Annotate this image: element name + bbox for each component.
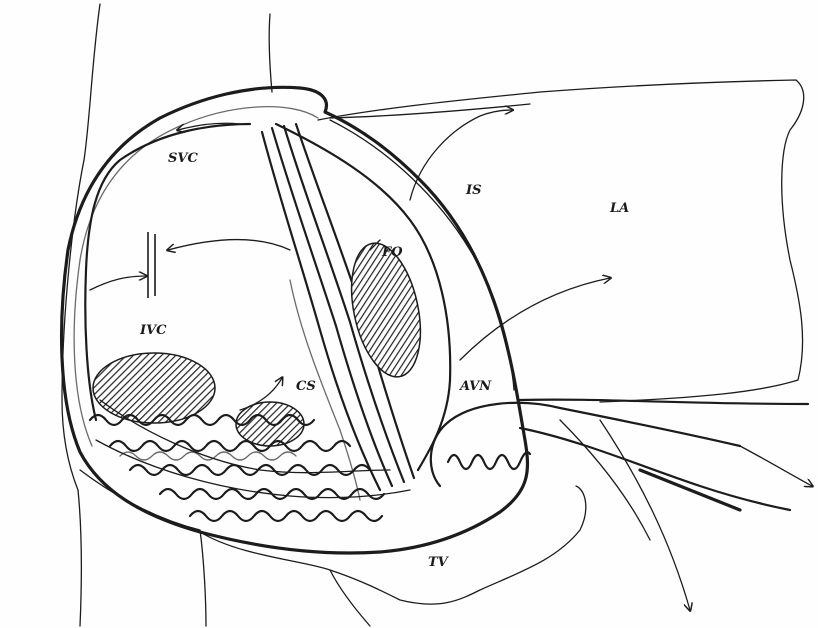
lower-left-outline — [80, 470, 206, 626]
label-ivc: IVC — [139, 323, 167, 338]
tricuspid-lower-edge — [330, 570, 370, 626]
label-svc: SVC — [168, 151, 198, 166]
septum-to-block-arrow — [168, 240, 290, 251]
av-node-body — [431, 403, 740, 486]
outer-left-outline — [62, 4, 100, 626]
block-bar-icon — [148, 232, 155, 298]
label-tv: TV — [428, 555, 450, 570]
label-fo: FO — [381, 245, 403, 260]
his-right-arrow — [740, 446, 812, 486]
his-bundle-upper — [520, 400, 808, 404]
label-avn: AVN — [458, 379, 492, 394]
label-la: LA — [609, 201, 629, 216]
his-bundle-lower — [520, 428, 790, 510]
his-down-arrow — [600, 420, 690, 610]
label-is: IS — [465, 183, 481, 198]
wavy-fibre-2 — [110, 441, 350, 451]
wavy-fibre-5 — [190, 511, 382, 521]
fo-to-la-arrow — [460, 278, 610, 360]
ivc-opening — [93, 353, 215, 423]
bundle-branch-dark — [640, 470, 740, 510]
av-node-coil — [448, 452, 530, 469]
wall-to-block-arrow — [90, 276, 146, 290]
label-cs: CS — [296, 379, 316, 394]
svc-vessel-outline — [269, 14, 272, 92]
